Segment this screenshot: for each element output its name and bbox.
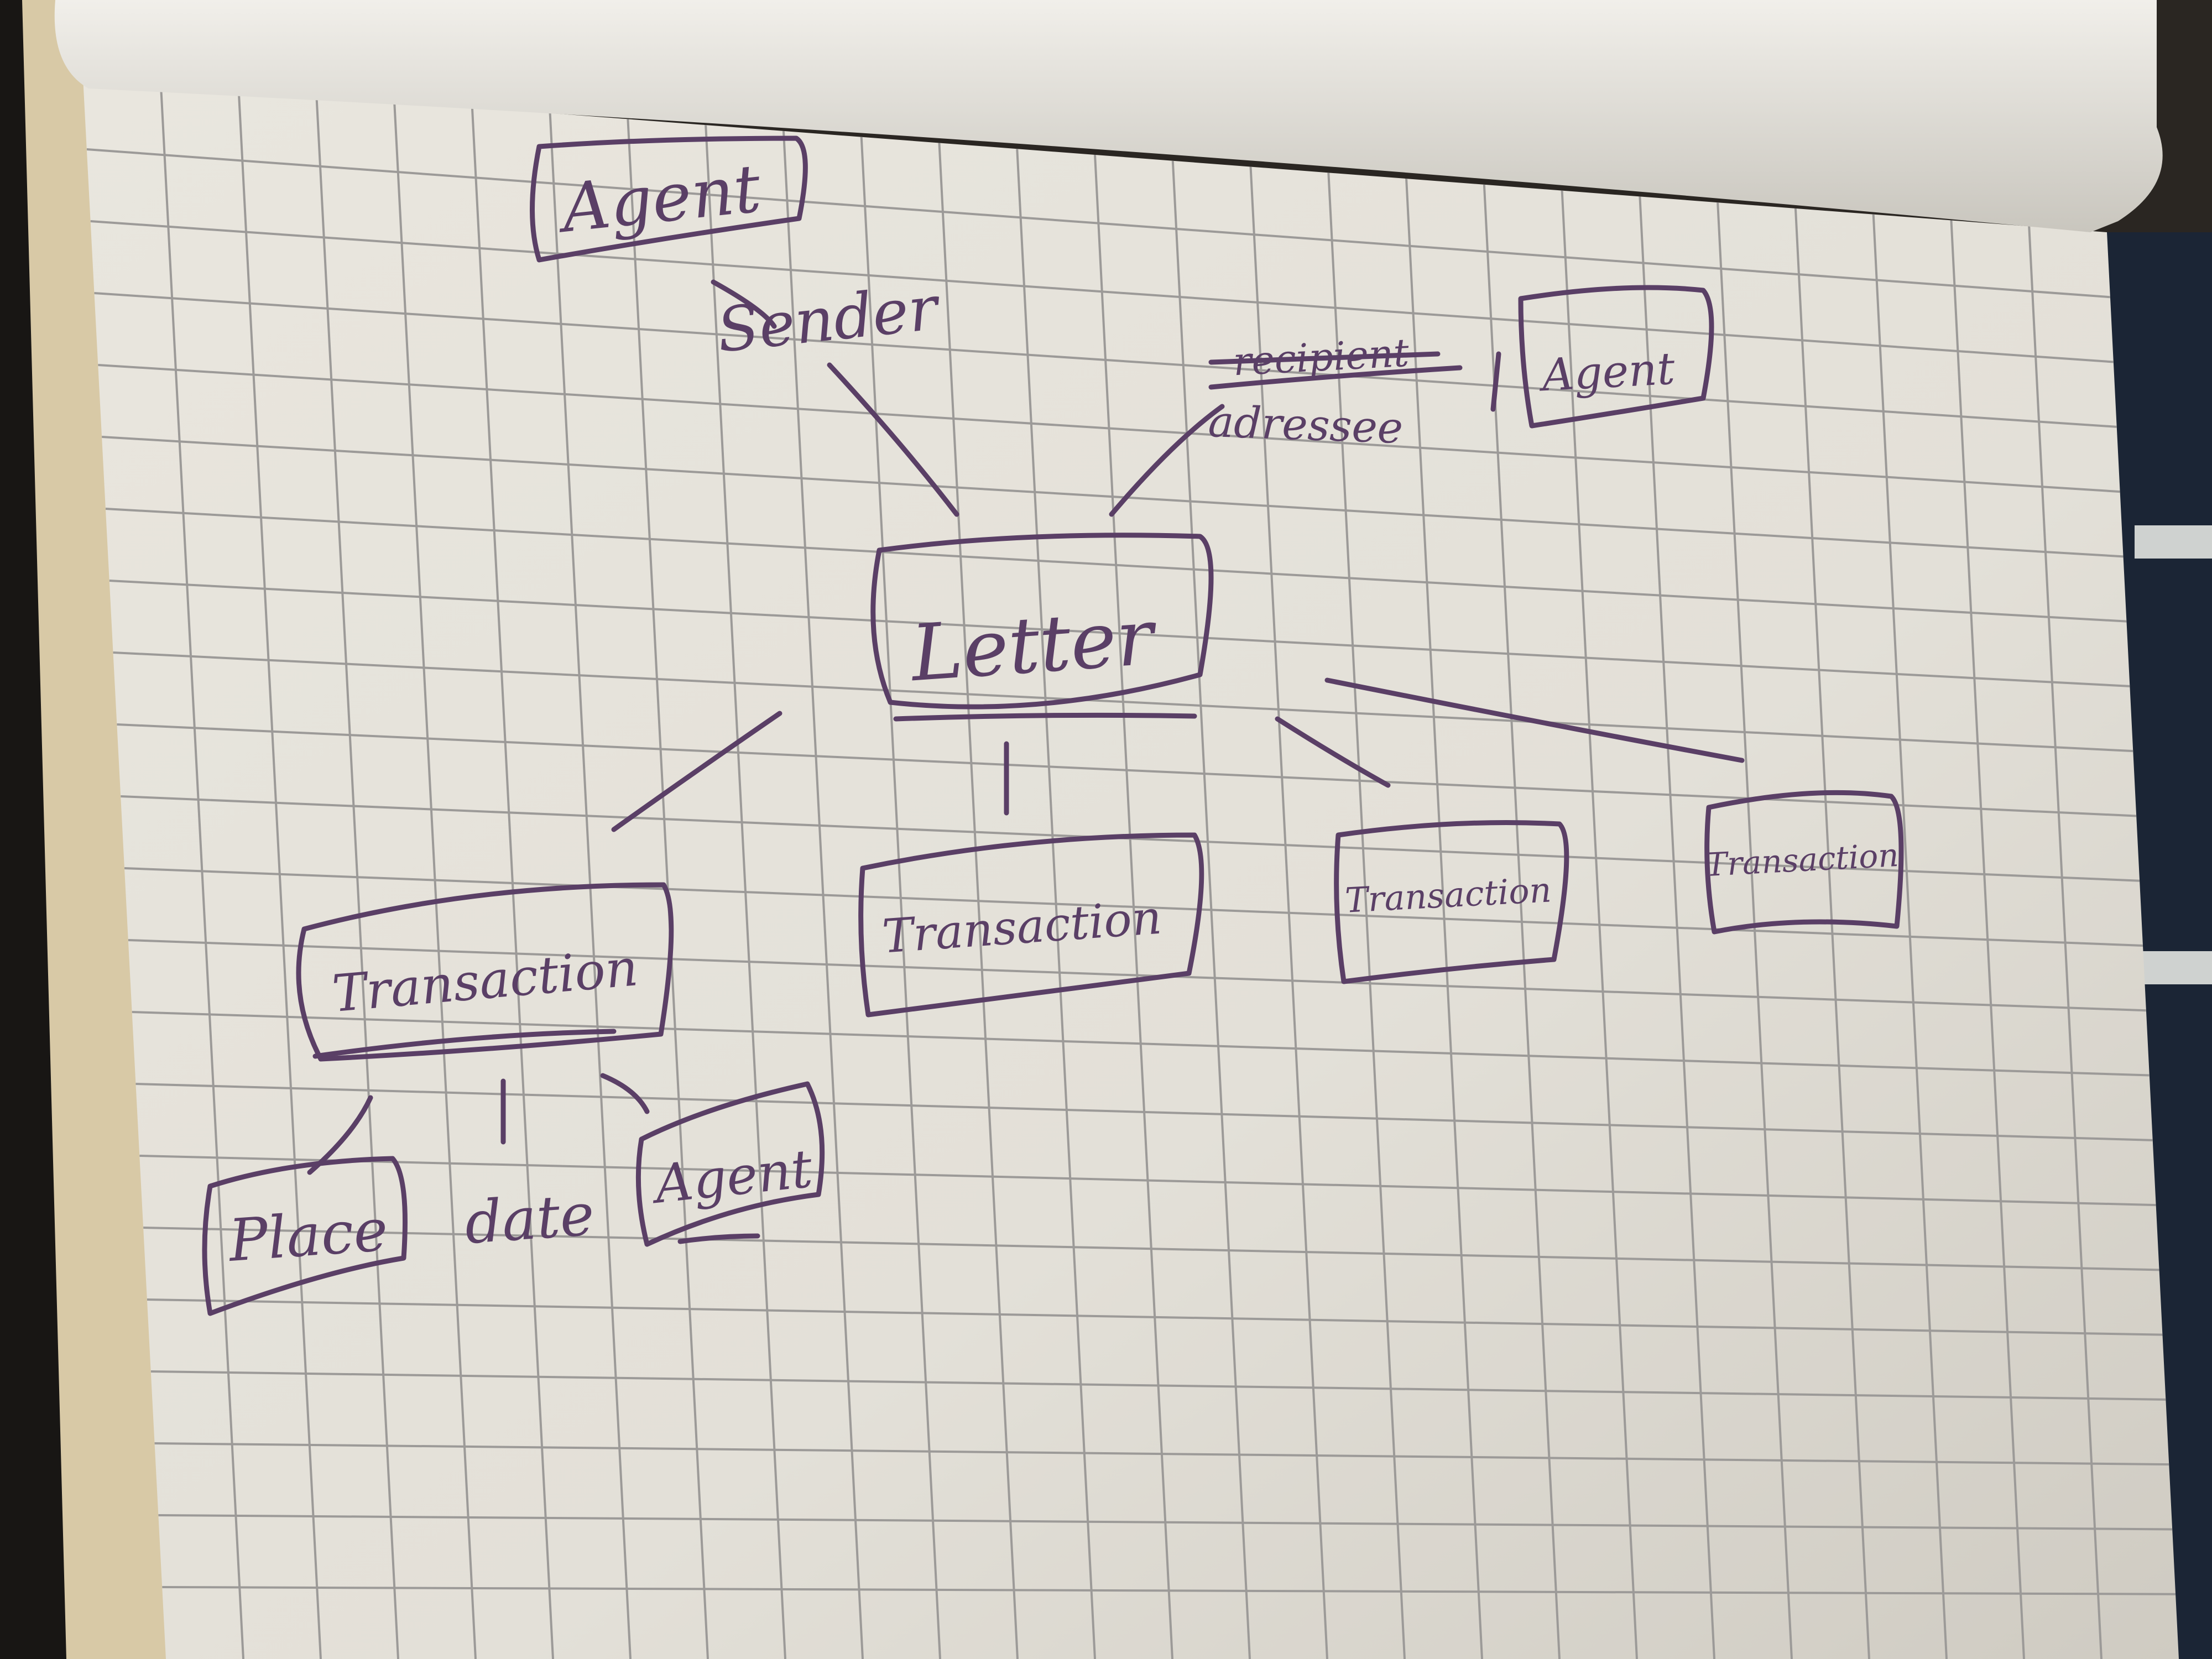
- agent-top-box: [530, 135, 808, 263]
- letter-box: [870, 533, 1214, 709]
- addressee-label: adressee: [1207, 397, 1404, 453]
- transaction-4-box: [1704, 790, 1904, 935]
- grid-line: [94, 292, 2117, 428]
- easel-frame-edge: [0, 0, 66, 1659]
- agent-bottom-underline: [677, 1233, 760, 1244]
- easel-frame: [17, 0, 182, 1659]
- recipient-struck-label: recipient: [1232, 330, 1411, 385]
- grid-line: [117, 723, 2137, 817]
- grid-line: [105, 508, 2127, 623]
- grid-line: [109, 580, 2130, 687]
- paper-grid: [86, 83, 2176, 1659]
- grid-line: [150, 1370, 2166, 1401]
- grid-line: [113, 651, 2133, 753]
- agent-right-box: [1518, 285, 1714, 429]
- grid-line: [98, 364, 2120, 493]
- grid-line: [143, 1227, 2159, 1271]
- strikethrough-line: [1208, 351, 1441, 365]
- handwritten-diagram: [202, 135, 1904, 1316]
- grid-line: [132, 1011, 2150, 1077]
- grid-line: [86, 148, 2111, 299]
- place-box: [202, 1156, 408, 1316]
- grid-line: [154, 1442, 2169, 1466]
- date-label: date: [462, 1181, 596, 1257]
- grid-line: [90, 220, 2114, 363]
- connector-lines: [307, 279, 1745, 1175]
- letter-box-underline: [893, 712, 1197, 722]
- agent-right-label: Agent: [1537, 343, 1676, 401]
- place-label: Place: [226, 1196, 390, 1275]
- transaction-1-underline: [312, 1029, 617, 1059]
- transaction-3-box: [1334, 820, 1569, 984]
- letter-label: Letter: [906, 592, 1160, 700]
- grid-line: [124, 867, 2143, 947]
- grid-line: [139, 1155, 2156, 1207]
- paper-roll: [54, 0, 2163, 232]
- agent-bottom-box: [635, 1081, 825, 1247]
- grid-line: [162, 1586, 2176, 1595]
- grid-line: [158, 1514, 2173, 1531]
- addressee-line: [1208, 365, 1463, 390]
- transaction-1-box: [296, 882, 674, 1062]
- transaction-2-box: [858, 832, 1204, 1018]
- window-frame: [2135, 525, 2212, 559]
- grid-line: [101, 436, 2124, 558]
- grid-line: [128, 939, 2146, 1012]
- window-frame: [2140, 951, 2212, 984]
- grid-line: [147, 1298, 2163, 1336]
- grid-line: [135, 1083, 2153, 1141]
